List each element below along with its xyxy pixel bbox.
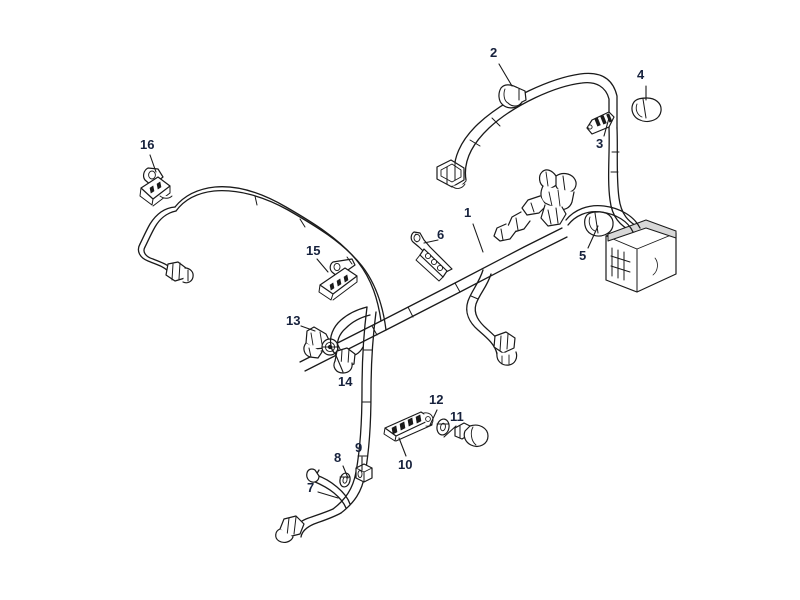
center-junction-assembly — [493, 169, 577, 242]
callout-11: 11 — [450, 409, 464, 424]
callout-15: 15 — [306, 243, 321, 258]
callout-10: 10 — [398, 457, 413, 472]
ground-strap-part7 — [275, 468, 351, 543]
callout-14: 14 — [338, 374, 353, 389]
callout-1: 1 — [464, 205, 472, 220]
bracket-part6 — [410, 231, 453, 282]
callout-3: 3 — [596, 136, 604, 151]
retainer-clip-part10 — [383, 411, 434, 442]
callout-4: 4 — [637, 67, 645, 82]
callout-7: 7 — [307, 480, 315, 495]
washer-part8 — [339, 472, 351, 488]
stud-bolt-part11 — [454, 422, 489, 448]
left-cable-end-connector — [165, 261, 194, 284]
left-wavy-cable — [137, 206, 177, 272]
harness-upper-loop — [441, 72, 618, 188]
bracket-part13-14 — [303, 326, 339, 359]
vertical-branch-to-module — [607, 127, 641, 233]
boot-part5 — [584, 211, 614, 237]
harness-left-end-connector — [436, 159, 466, 189]
lower-branch-end-connector — [333, 347, 356, 374]
connector-cap-part4 — [631, 97, 662, 123]
callout-2: 2 — [490, 45, 498, 60]
callout-13: 13 — [286, 313, 301, 328]
callout-5: 5 — [579, 248, 587, 263]
bracket-part15 — [318, 258, 358, 301]
branch-drop-connector — [493, 331, 518, 366]
left-branch-arc — [174, 186, 387, 331]
hex-nut-part9 — [355, 463, 373, 483]
callout-leader-lines — [149, 63, 647, 499]
callout-6: 6 — [437, 227, 445, 242]
clip-strip-part3 — [586, 111, 615, 135]
sensor-bracket-part16 — [139, 167, 173, 207]
module-upper-cables — [565, 204, 641, 233]
callout-16: 16 — [140, 137, 155, 152]
module-connector-block — [605, 219, 677, 293]
callout-8: 8 — [334, 450, 342, 465]
callout-9: 9 — [355, 440, 363, 455]
grommet-boot-part2 — [498, 84, 527, 109]
callout-12: 12 — [429, 392, 444, 407]
washer-part12 — [436, 418, 450, 436]
lower-vertical-harness — [332, 306, 377, 514]
